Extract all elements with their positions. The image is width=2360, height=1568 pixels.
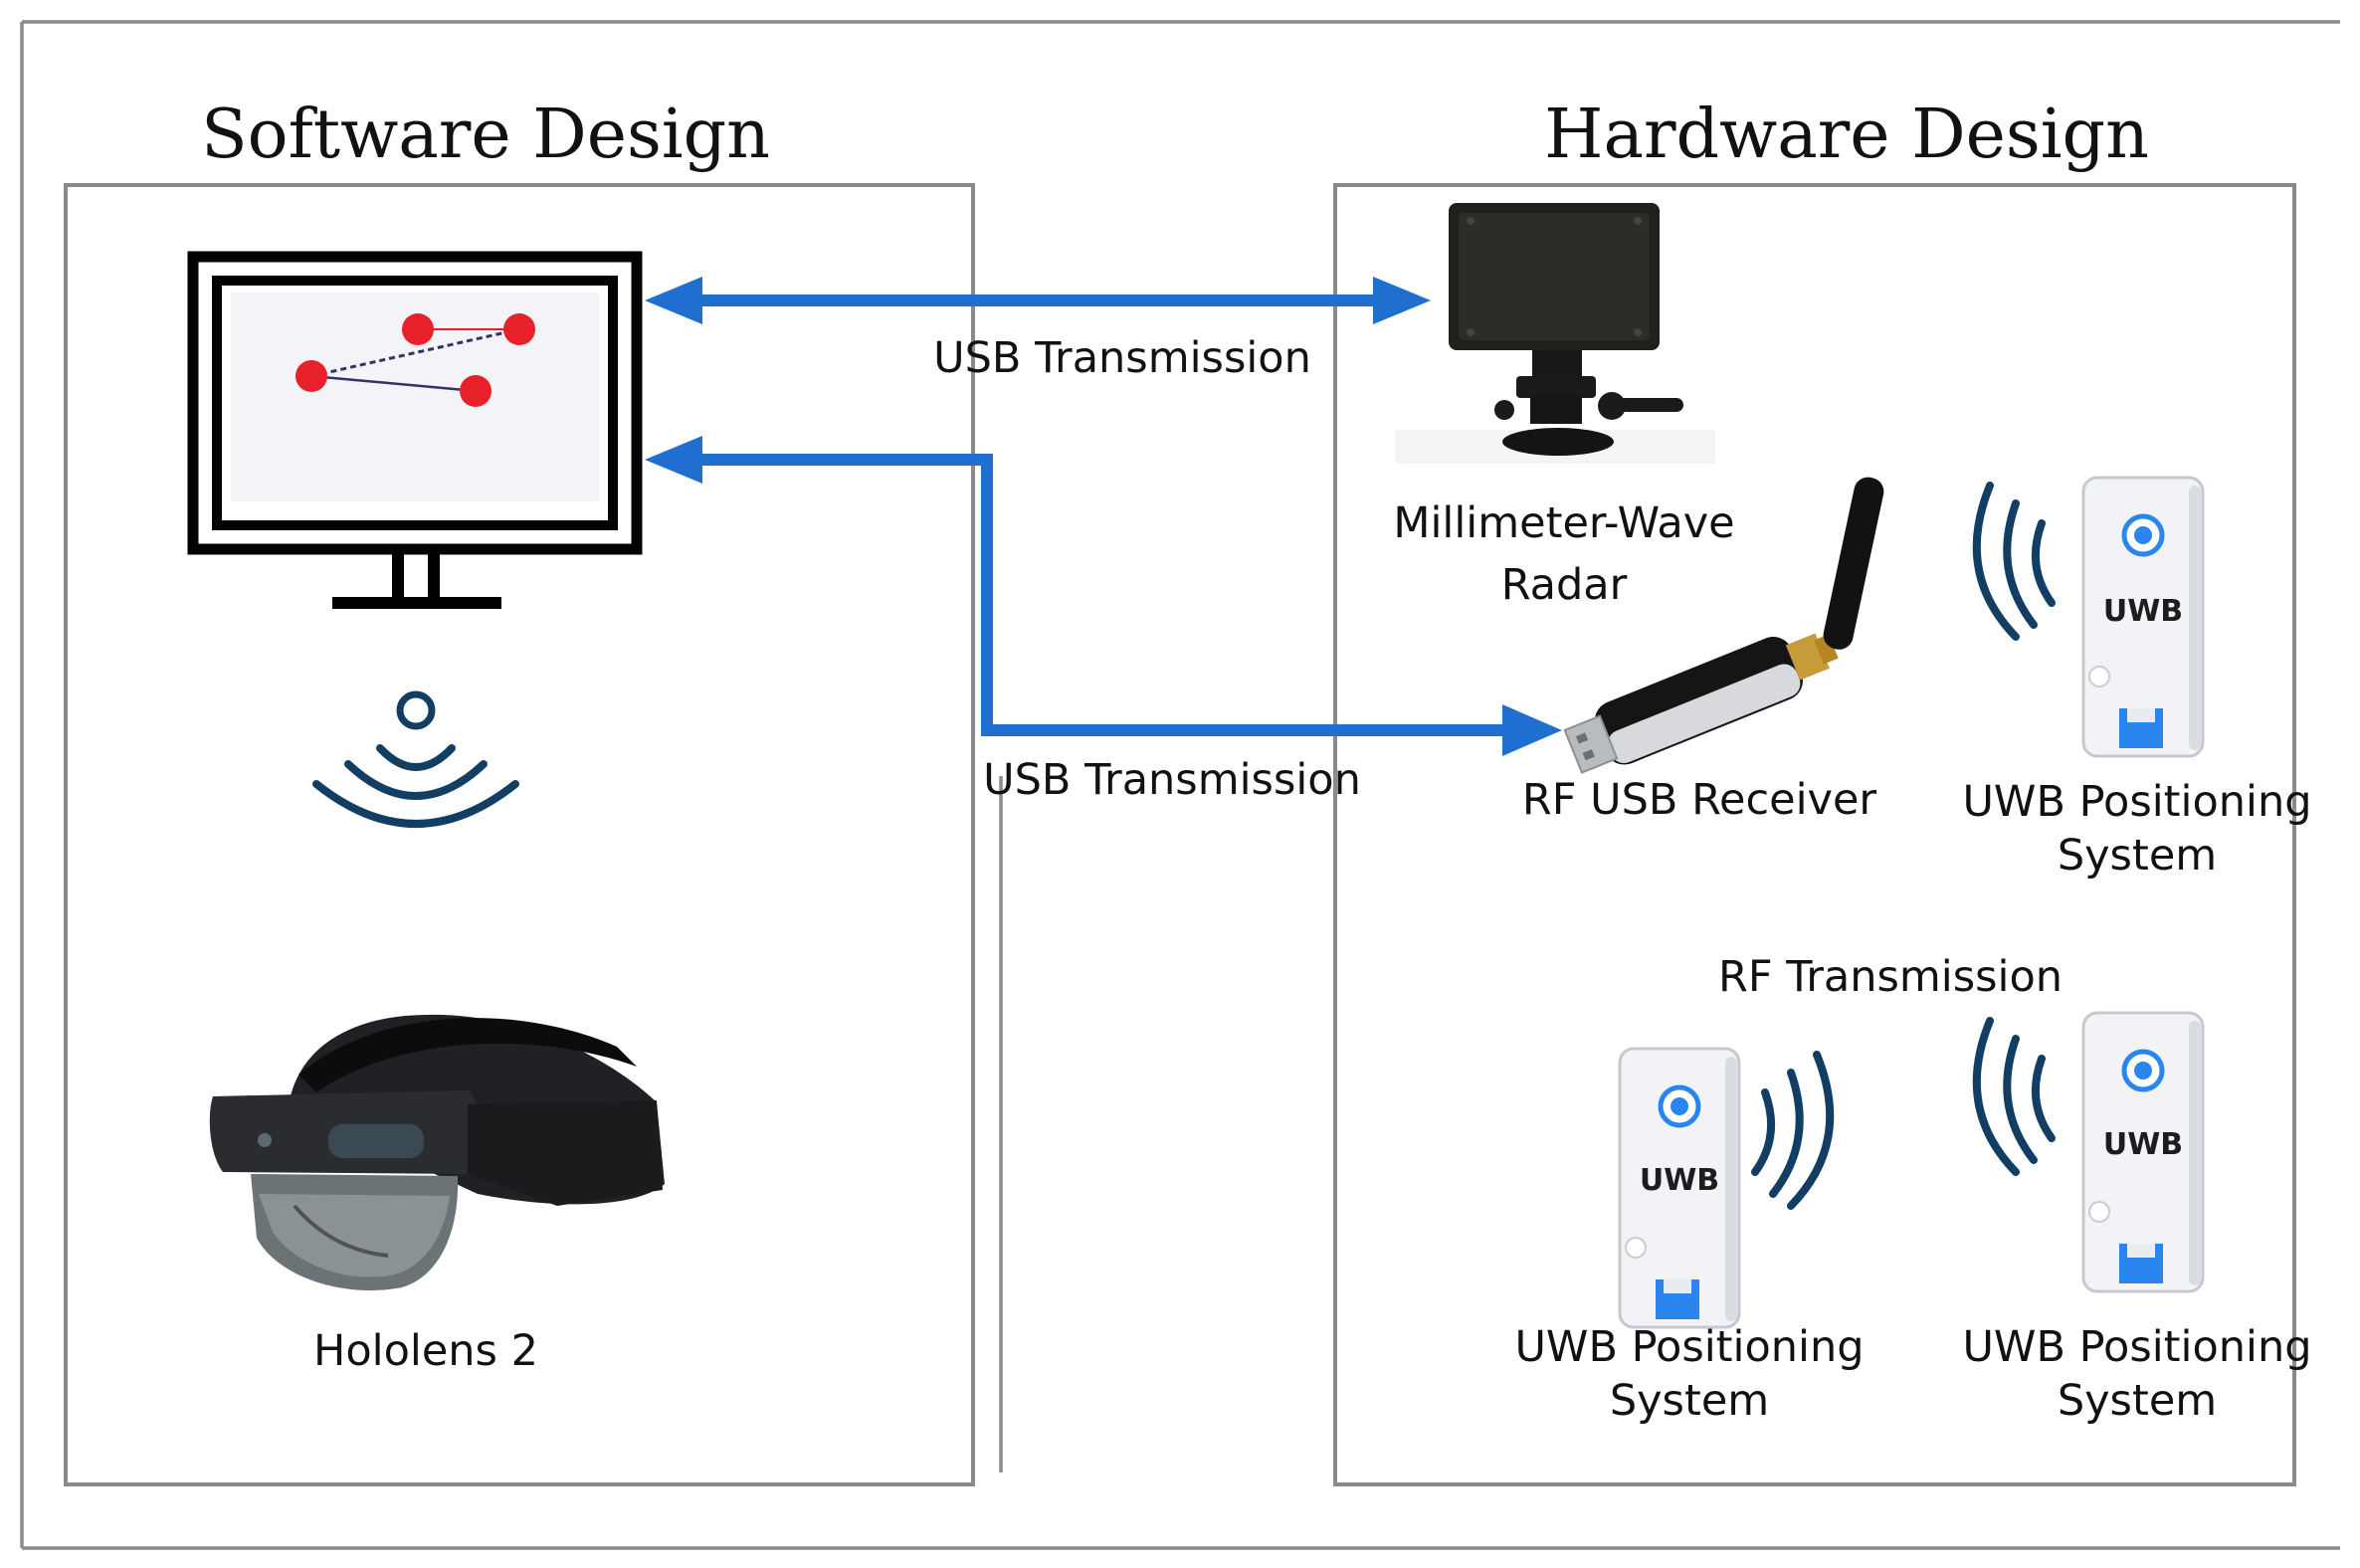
usb-arrow-radar [645, 277, 1431, 324]
usb-arrow-receiver [645, 436, 1562, 756]
radar-label-line1: Millimeter-Wave [1393, 498, 1734, 548]
usb-transmission-label-bottom: USB Transmission [983, 755, 1361, 805]
uwb-label-1-line1: UWB Positioning [1962, 777, 2311, 827]
uwb-badge-2: UWB [1640, 1163, 1719, 1198]
uwb-label-2-line2: System [1610, 1376, 1769, 1426]
uwb-label-1-line2: System [2058, 831, 2217, 881]
rf-usb-receiver-label: RF USB Receiver [1522, 775, 1877, 825]
hololens-label: Hololens 2 [313, 1326, 538, 1376]
uwb-device-3: UWB [2083, 1013, 2203, 1291]
uwb-label-3-line2: System [2058, 1376, 2217, 1426]
hardware-design-title: Hardware Design [1544, 96, 2149, 174]
rf-usb-receiver-image [1563, 477, 1884, 774]
software-frame [64, 183, 975, 1486]
uwb-device-2: UWB [1620, 1049, 1739, 1327]
page-border [20, 20, 2340, 1550]
uwb-badge-1: UWB [2103, 594, 2183, 629]
rf-transmission-label: RF Transmission [1718, 952, 2063, 1002]
uwb-device-1: UWB [2083, 478, 2203, 756]
signal-waves-icon [1972, 1017, 2056, 1176]
software-design-title: Software Design [201, 96, 770, 174]
uwb-label-3-line1: UWB Positioning [1962, 1322, 2311, 1372]
hololens-headset-image [209, 1014, 665, 1290]
uwb-badge-3: UWB [2103, 1127, 2183, 1162]
usb-transmission-label-top: USB Transmission [933, 333, 1311, 383]
millimeter-wave-radar-image [1395, 203, 1715, 464]
uwb-label-2-line1: UWB Positioning [1514, 1322, 1864, 1372]
wifi-icon [312, 690, 519, 828]
radar-label-line2: Radar [1501, 560, 1628, 610]
signal-waves-icon [1751, 1051, 1835, 1210]
monitor-icon [187, 251, 643, 609]
hardware-frame [1333, 183, 2296, 1486]
signal-waves-icon [1972, 482, 2056, 641]
